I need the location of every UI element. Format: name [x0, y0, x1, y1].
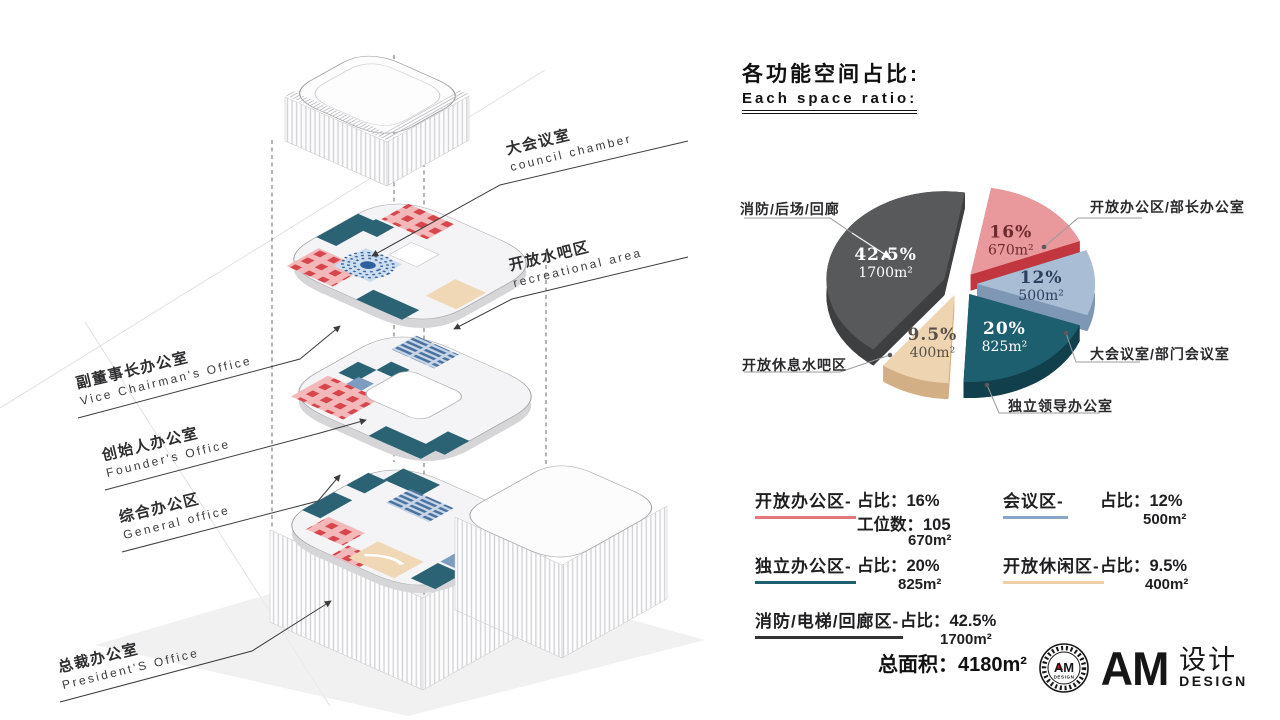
water-bar-zone [425, 279, 486, 310]
pie-callout-fire: 消防/后场/回廊 [740, 201, 840, 217]
atrium-void [365, 371, 462, 419]
adjacent-tower [454, 457, 668, 659]
legend-area-independent: 825m² [898, 576, 942, 593]
pie-slice-label-3: 20% [983, 319, 1026, 339]
legend-name-fire-corridor: 消防/电梯/回廊区- [755, 607, 904, 639]
pie-slice-4 [883, 365, 949, 400]
legend-name-meeting: 会议区- [1003, 487, 1068, 519]
logo-badge-text: AM [1054, 660, 1074, 675]
am-design-logo: AM DESIGN AM 设计 DESIGN [1038, 642, 1248, 694]
legend-area-fire-corridor: 1700m² [940, 631, 992, 648]
pie-slice-4 [883, 295, 955, 384]
pie-slice-3 [963, 294, 1080, 383]
pie-callout-independent: 独立领导办公室 [1008, 398, 1113, 414]
pie-slice-label-1: 16% [989, 223, 1032, 243]
legend-name-open-office: 开放办公区- [755, 487, 856, 519]
building-leader-lines [59, 140, 689, 703]
floor-void [388, 241, 440, 268]
legend-name-leisure: 开放休闲区- [1003, 552, 1104, 584]
legend-area-meeting: 500m² [1143, 511, 1187, 528]
logo-red-triangle [1056, 662, 1063, 670]
roof-volume [284, 48, 471, 187]
pie-slice-1 [970, 187, 1080, 275]
legend-ratio-fire-corridor: 占比：42.5% [900, 612, 997, 630]
logo-name-sub: DESIGN [1179, 673, 1248, 690]
pie-slice-label-2: 500m² [1018, 288, 1064, 304]
pie-chart: 16%670m²42.5%1700m²12%500m²20%825m²9.5%4… [826, 187, 1095, 400]
pie-slice-label-4: 400m² [910, 345, 956, 361]
pie-slice-2 [976, 283, 1088, 332]
pie-slice-4 [948, 295, 955, 400]
pie-slice-label-2: 12% [1020, 268, 1063, 288]
logo-right: 设计 DESIGN [1179, 646, 1248, 690]
pie-slice-label-1: 670m² [988, 243, 1034, 259]
pie-callout-leisure: 开放休息水吧区 [742, 357, 847, 373]
pie-slice-label-4: 9.5% [908, 325, 958, 345]
lobby-zone [348, 541, 424, 579]
pie-slice-0 [826, 191, 965, 350]
pie-slice-label-0: 1700m² [858, 265, 913, 281]
pie-leader-lines [744, 217, 1142, 414]
floor-middle [276, 325, 554, 472]
legend-ratio-open-office: 占比：16% [857, 492, 940, 510]
total-area-label: 总面积：4180m² [878, 654, 1027, 676]
pie-slice-0 [944, 192, 965, 296]
panel-title-en: Each space ratio: [742, 90, 918, 114]
pie-slice-label-3: 825m² [982, 339, 1028, 355]
logo-badge: AM DESIGN [1039, 643, 1089, 693]
panel-title-zh: 各功能空间占比: [742, 63, 920, 86]
pie-slice-2 [976, 250, 1095, 316]
pie-slice-0 [873, 279, 945, 366]
logo-badge-sub: DESIGN [1054, 675, 1075, 680]
pie-callout-open-office: 开放办公区/部长办公室 [1090, 199, 1245, 215]
legend-ratio-leisure: 占比：9.5% [1100, 557, 1188, 575]
legend-area-open-office: 670m² [908, 532, 952, 549]
logo-name-en: AM [1100, 641, 1169, 695]
pie-slice-3 [963, 325, 1080, 399]
legend-extra-open-office: 工位数：105 [857, 516, 951, 534]
legend-name-independent: 独立办公区- [755, 552, 856, 584]
pie-callout-meeting: 大会议室/部门会议室 [1090, 346, 1230, 362]
logo-name-zh: 设计 [1179, 645, 1238, 676]
legend-ratio-meeting: 占比：12% [1100, 492, 1183, 510]
legend-area-leisure: 400m² [1145, 576, 1189, 593]
floor-council-chamber [271, 192, 549, 339]
legend-ratio-independent: 占比：20% [857, 557, 940, 575]
